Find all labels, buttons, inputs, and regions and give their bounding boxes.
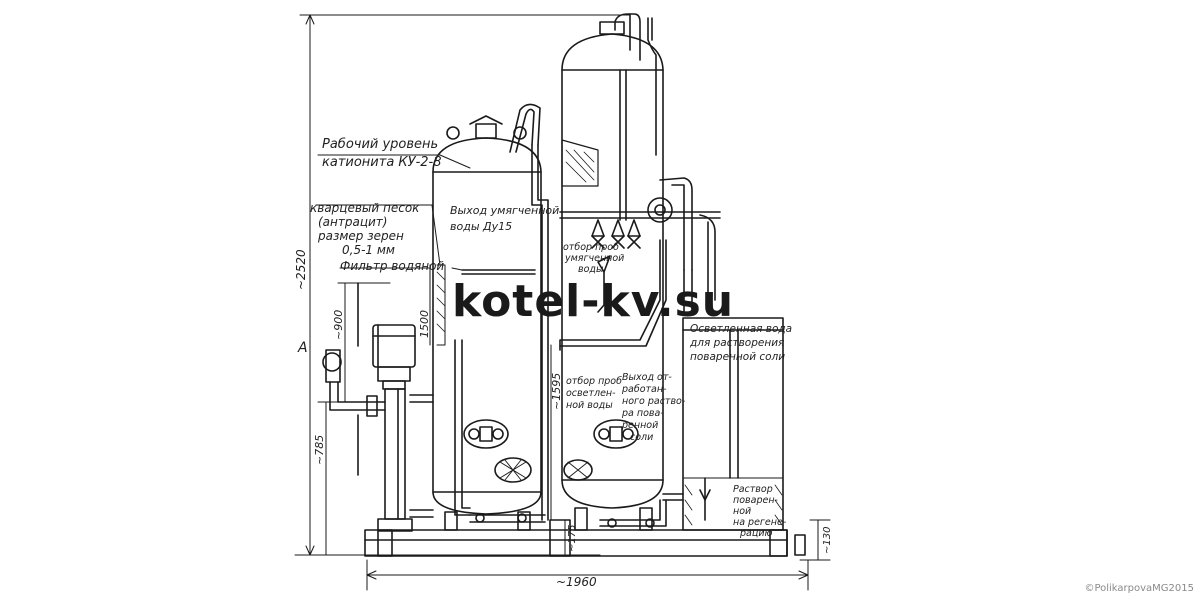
label-solution-5: рацию <box>739 528 773 539</box>
label-spent-out-4: ра пова- <box>621 408 664 419</box>
label-spent-out-3: ного раство- <box>622 396 686 407</box>
leader-lines <box>315 154 471 271</box>
label-sand-1: кварцевый песок <box>310 201 420 215</box>
label-working-level-1: Рабочий уровень <box>322 137 438 152</box>
dim-height-1500: 1500 <box>418 310 431 338</box>
copyright-text: ©PolikarpovaMG2015 <box>1084 583 1194 594</box>
label-spent-out-6: соли <box>630 432 653 443</box>
label-sample-clarified-2: осветлен- <box>566 388 616 399</box>
label-clarified-water-2: для растворения <box>689 337 784 349</box>
label-solution-2: поварен- <box>733 495 779 506</box>
label-sample-clarified-1: отбор проб <box>566 376 622 387</box>
label-sample-soft-2: умягченной <box>564 253 624 264</box>
label-solution-1: Раствор <box>733 484 773 495</box>
piping <box>409 13 721 528</box>
label-sand-4: 0,5-1 мм <box>342 243 395 257</box>
dim-height-1595: ~1595 <box>550 373 563 410</box>
label-solution-4: на регене- <box>733 517 787 528</box>
label-spent-out-5: ренной <box>621 420 658 431</box>
dim-height-900: ~900 <box>332 310 345 340</box>
dim-height-130: ~130 <box>822 527 833 554</box>
label-sand-3: размер зерен <box>317 229 404 243</box>
dim-height-175: ~175 <box>567 525 578 552</box>
label-sand-2: (антрацит) <box>318 215 387 229</box>
label-solution-3: ной <box>733 506 751 517</box>
watermark-text: kotel-kv.su <box>452 276 735 327</box>
annotations: Рабочий уровень катионита КУ-2-8 кварцев… <box>294 137 833 589</box>
label-filter: Фильтр водяной <box>340 259 444 273</box>
label-soft-out-1: Выход умягченной <box>450 204 559 217</box>
label-sample-soft-1: отбор проб <box>563 242 619 253</box>
brine-tank <box>682 317 784 531</box>
inlet-filter <box>322 282 386 476</box>
label-spent-out-1: Выход от- <box>622 372 672 383</box>
dimension-lines <box>294 14 831 591</box>
label-sample-soft-3: воды <box>578 264 604 275</box>
mechanical-filter-tank <box>432 115 542 531</box>
dim-width-total: ~1960 <box>556 575 597 589</box>
label-clarified-water-1: Осветленная вода <box>690 323 792 335</box>
label-clarified-water-3: поваренной соли <box>690 351 785 363</box>
dim-height-785: ~785 <box>313 435 326 465</box>
label-sample-clarified-3: ной воды <box>566 400 613 411</box>
cation-filter-tank <box>561 21 664 531</box>
dim-height-total: ~2520 <box>294 249 308 290</box>
label-spent-out-2: работан- <box>621 384 667 395</box>
label-working-level-2: катионита КУ-2-8 <box>322 155 442 170</box>
label-soft-out-2: воды Ду15 <box>450 220 512 233</box>
label-point-a: А <box>297 340 308 356</box>
pump-unit <box>372 324 416 532</box>
